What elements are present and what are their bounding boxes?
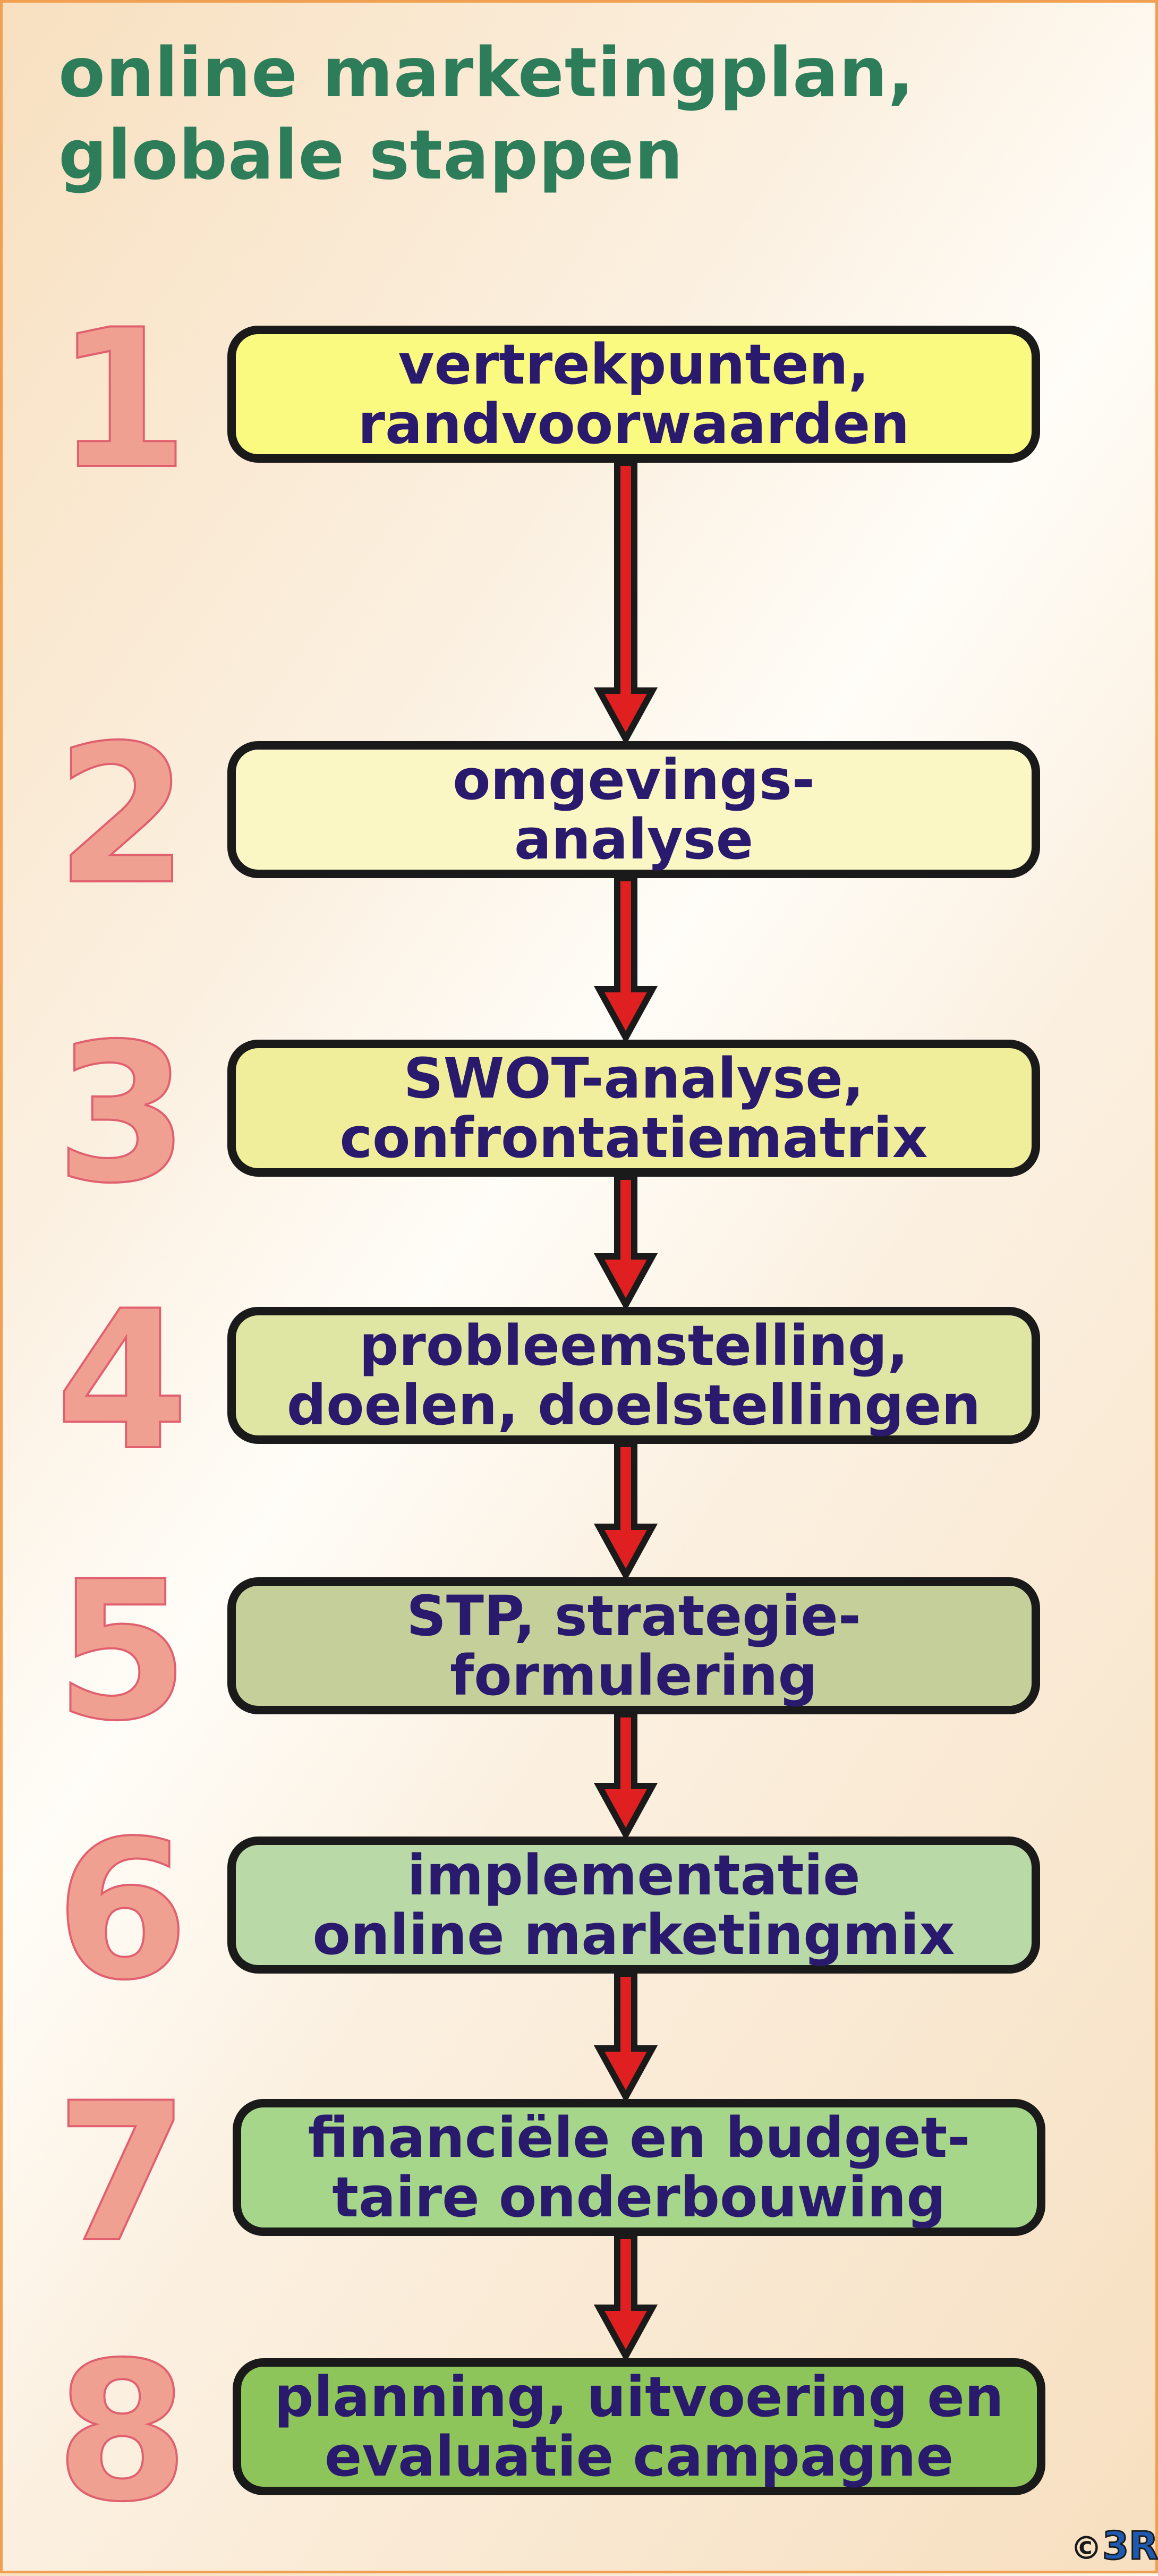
step-line-1: probleemstelling, [359,1313,908,1378]
step-line-1: financiële en budget- [308,2105,970,2170]
step-number-5: 5 [55,1540,190,1763]
arrow-5-to-6 [593,1711,658,1841]
arrow-7-to-8 [593,2233,658,2363]
step-number-2: 2 [55,704,190,926]
step-number-6: 6 [55,1799,190,2022]
step-line-1: SWOT-analyse, [403,1046,864,1111]
title-line-2: globale stappen [58,116,684,195]
step-line-1: implementatie [407,1843,861,1908]
arrow-3-to-4 [593,1174,658,1312]
step-line-1: STP, strategie- [406,1584,861,1648]
copyright-symbol: © [1070,2530,1102,2567]
step-line-2: evaluatie campagne [324,2424,954,2489]
step-number-3: 3 [55,1002,190,1225]
brand-3r: 3R [1102,2523,1158,2569]
step-number-8: 8 [55,2321,190,2544]
step-box-1: vertrekpunten,randvoorwaarden [227,326,1040,463]
page-title: online marketingplan, globale stappen [58,32,914,197]
step-line-1: planning, uitvoering en [274,2365,1004,2429]
arrow-2-to-3 [593,875,658,1044]
step-box-3: SWOT-analyse,confrontatiematrix [227,1040,1040,1177]
arrow-4-to-5 [593,1441,658,1582]
step-number-4: 4 [55,1270,190,1492]
arrow-6-to-7 [593,1970,658,2104]
step-line-2: online marketingmix [312,1902,955,1967]
step-box-2: omgevings-analyse [227,741,1040,878]
copyright-logo: ©3R [1070,2523,1158,2569]
step-number-1: 1 [55,288,190,511]
arrow-1-to-2 [593,460,658,746]
step-number-7: 7 [55,2062,190,2284]
step-line-2: taire onderbouwing [332,2165,946,2230]
step-line-2: randvoorwaarden [357,392,910,456]
step-line-1: vertrekpunten, [398,332,870,397]
step-box-5: STP, strategie-formulering [227,1577,1040,1714]
step-box-4: probleemstelling,doelen, doelstellingen [227,1307,1040,1444]
step-box-7: financiële en budget-taire onderbouwing [233,2099,1045,2236]
title-line-1: online marketingplan, [58,33,915,113]
step-line-1: omgevings- [453,747,815,812]
step-line-2: confrontatiematrix [339,1106,928,1170]
flow-arrows [593,460,658,2363]
step-line-2: analyse [514,807,754,872]
step-line-2: formulering [449,1643,818,1708]
step-line-2: doelen, doelstellingen [286,1373,981,1438]
